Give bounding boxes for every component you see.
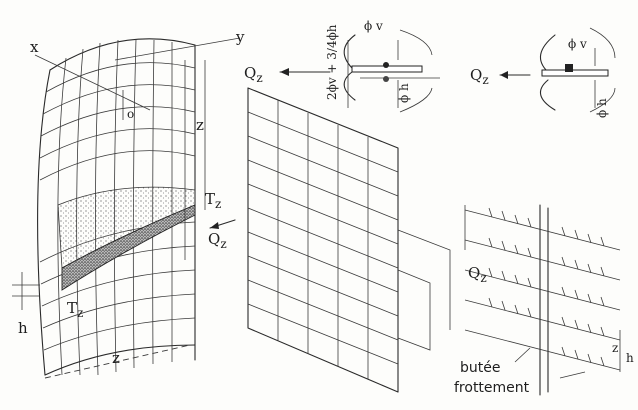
label-frottement: frottement xyxy=(454,380,530,396)
label-o: o xyxy=(127,107,134,121)
axes xyxy=(34,37,241,260)
label-phi-v-1: ϕ v xyxy=(364,19,383,33)
label-phi-h-2: ϕ h xyxy=(595,98,609,118)
label-z-bottom: z xyxy=(112,349,120,367)
flat-grid xyxy=(247,87,451,393)
label-z-top: z xyxy=(196,116,204,134)
wall-bottom-arc xyxy=(44,344,196,376)
wall-left-edge xyxy=(37,69,51,376)
label-h-right: h xyxy=(626,351,634,365)
wall-top-arc xyxy=(49,38,196,71)
label-phi-v-2: ϕ v xyxy=(568,37,587,51)
label-z-right: z xyxy=(612,341,618,355)
bar-detail-1 xyxy=(279,29,440,113)
label-phi-h-1: ϕ h xyxy=(397,83,411,103)
h-dimension-left xyxy=(12,272,40,310)
label-butee: butée xyxy=(460,360,500,376)
label-h-left: h xyxy=(18,319,28,337)
soil-slab xyxy=(57,186,196,291)
label-tz-top: Tz xyxy=(205,190,221,211)
label-qz-topright: Qz xyxy=(470,66,489,87)
label-formula: 2ϕv + 3/4ϕh xyxy=(325,24,339,100)
label-x: x xyxy=(30,38,39,56)
label-qz-right: Qz xyxy=(468,264,487,285)
label-qz-mid: Qz xyxy=(208,230,227,251)
label-tz-bottom: Tz xyxy=(67,299,83,320)
label-qz-top: Qz xyxy=(244,64,263,85)
bar-detail-2 xyxy=(499,27,616,113)
z-dimension-bottom xyxy=(44,344,191,379)
anchored-strip xyxy=(464,204,621,396)
label-y: y xyxy=(235,28,245,46)
